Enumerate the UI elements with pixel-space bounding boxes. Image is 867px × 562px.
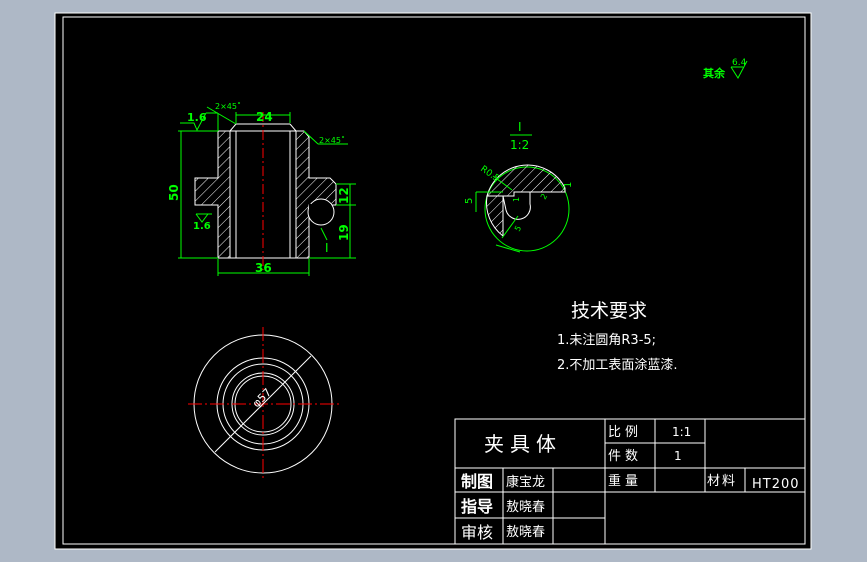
tech-item-1: 1.未注圆角R3-5;: [557, 333, 656, 348]
scale-value: 1:1: [672, 425, 691, 439]
roughness-rest-value: 6.4: [732, 58, 747, 68]
dim-right-lower: 19: [337, 224, 351, 241]
part-name: 夹具体: [484, 432, 562, 456]
tech-requirements: 技术要求 1.未注圆角R3-5; 2.不加工表面涂蓝漆.: [557, 300, 678, 373]
weight-label: 重量: [608, 473, 642, 489]
qty-value: 1: [674, 449, 682, 463]
role-guide: 指导: [461, 497, 493, 516]
material-label: 材料: [707, 474, 737, 489]
name-review: 敖晓春: [506, 524, 545, 540]
detail-view: I 1:2 R0.5 5 1 1 2 5: [464, 120, 574, 253]
tech-title: 技术要求: [571, 300, 647, 322]
title-block-text: 夹具体 比例 1:1 件数 1 重量 材料 HT200 制图 康宝龙 指导 敖晓…: [461, 425, 800, 542]
roughness-mid-left: 1.6: [193, 221, 211, 232]
plan-diameter-leader: [214, 355, 312, 453]
detail-scale: 1:2: [510, 138, 529, 152]
material-value: HT200: [752, 477, 800, 492]
detail-dim-inner: 2: [539, 192, 549, 201]
roughness-rest-symbol: 其余 6.4: [703, 58, 748, 80]
role-review: 审核: [461, 523, 493, 542]
detail-dim-diag: 5: [513, 224, 523, 233]
role-draw: 制图: [461, 472, 493, 491]
dim-right-upper: 12: [337, 187, 351, 204]
chamfer-top: 2×45˚: [215, 101, 241, 111]
title-block: [454, 418, 806, 545]
section-view: [194, 112, 337, 270]
dim-width-bottom: 36: [255, 261, 272, 275]
tech-item-2: 2.不加工表面涂蓝漆.: [557, 357, 678, 373]
detail-marker: I: [325, 241, 329, 255]
drawing-sheet: [54, 12, 812, 550]
dim-width-top: 24: [256, 110, 273, 124]
dim-height-total: 50: [167, 184, 181, 201]
inner-frame: [62, 16, 806, 545]
chamfer-right: 2×45˚: [319, 135, 345, 145]
name-draw: 康宝龙: [506, 474, 545, 490]
section-dimensions: 24 2×45˚ 2×45˚ 1.6 50 1.6 12 19 I: [167, 101, 356, 276]
section-body-left: [194, 130, 231, 259]
qty-label: 件数: [608, 449, 642, 464]
detail-dim-right: 1: [563, 182, 574, 188]
name-guide: 敖晓春: [506, 499, 545, 515]
roughness-rest-icon: [730, 60, 748, 79]
roughness-rest-label: 其余: [703, 66, 726, 80]
detail-dim-left: 5: [464, 198, 475, 204]
detail-dim-small: 1: [512, 197, 521, 202]
scale-label: 比例: [608, 425, 642, 440]
detail-title: I: [518, 120, 522, 134]
